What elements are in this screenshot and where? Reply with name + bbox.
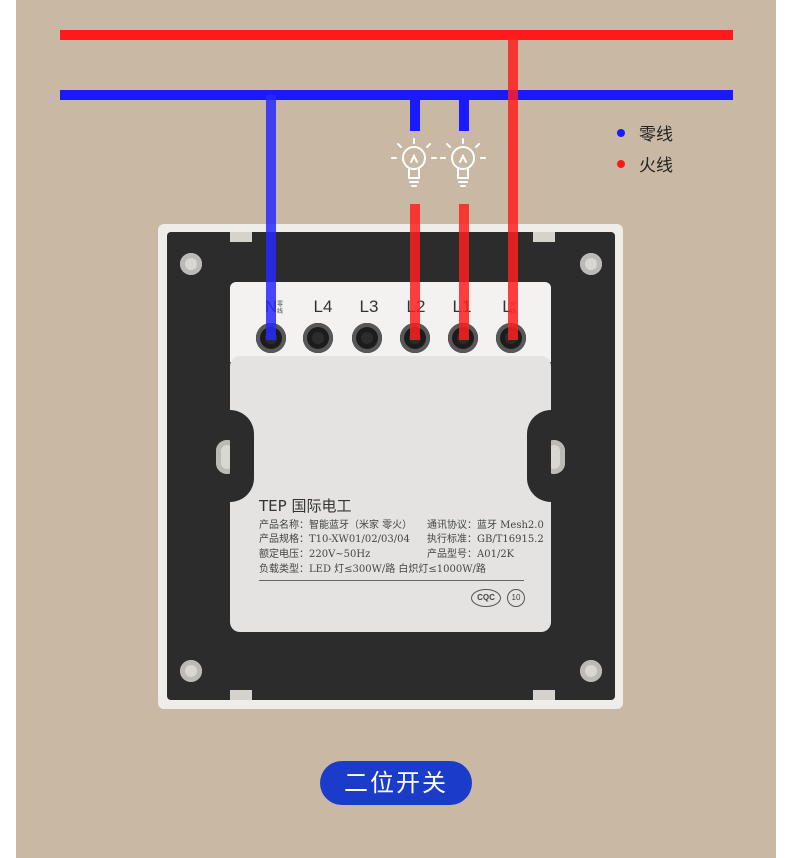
plate-divider [259,580,524,581]
mount-hole [580,253,602,275]
plate-notch [527,410,551,502]
terminal-screw-l4 [303,323,333,353]
brand-label: TEP 国际电工 [259,497,352,515]
spec-model: 产品型号：A01/2K [427,549,515,560]
cqc-mark: CQC [471,589,501,607]
terminal-screw-l [496,323,526,353]
neutral-dot-icon [617,128,625,137]
terminal-l1-label: L1 [452,297,472,316]
terminal-screw-l1 [448,323,478,353]
label-plate [230,356,551,632]
mount-hole [580,660,602,682]
terminal-l4-label: L4 [313,297,333,316]
legend-live: 火线 [617,151,673,176]
legend-live-label: 火线 [639,156,673,176]
spec-product-name: 产品名称：智能蓝牙（米家 零火） [259,520,413,531]
spec-load-type: 负载类型：LED 灯≤300W/路 白炽灯≤1000W/路 [259,564,486,575]
mount-hole [180,660,202,682]
terminal-screw-l2 [400,323,430,353]
live-dot-icon [617,159,625,168]
spec-protocol: 通讯协议：蓝牙 Mesh2.0 [427,520,544,531]
legend-neutral: 零线 [617,120,673,145]
legend-neutral-label: 零线 [639,125,673,145]
terminal-n-sublabel: 零线 [277,301,284,315]
spec-rated-voltage: 额定电压：220V~50Hz [259,549,371,560]
terminal-l2-label: L2 [406,297,426,316]
terminal-l3-label: L3 [359,297,379,316]
light-bulb-icon [391,138,437,187]
frame-clip [230,232,252,242]
rating-mark: 10 [507,589,525,607]
plate-notch [230,410,254,502]
frame-clip [533,690,555,700]
light-bulb-icon [440,138,486,187]
terminal-l-sublabel: 火线 [510,301,517,315]
terminal-l-label: L [502,297,512,316]
terminal-block [230,282,551,362]
spec-product-spec: 产品规格：T10-XW01/02/03/04 [259,534,410,545]
caption-badge: 二位开关 [320,761,472,805]
terminal-screw-l3 [352,323,382,353]
terminal-screw-n [256,323,286,353]
frame-clip [230,690,252,700]
spec-standard: 执行标准：GB/T16915.2 [427,534,544,545]
frame-clip [533,232,555,242]
mount-hole [180,253,202,275]
light-bulbs [391,138,486,187]
